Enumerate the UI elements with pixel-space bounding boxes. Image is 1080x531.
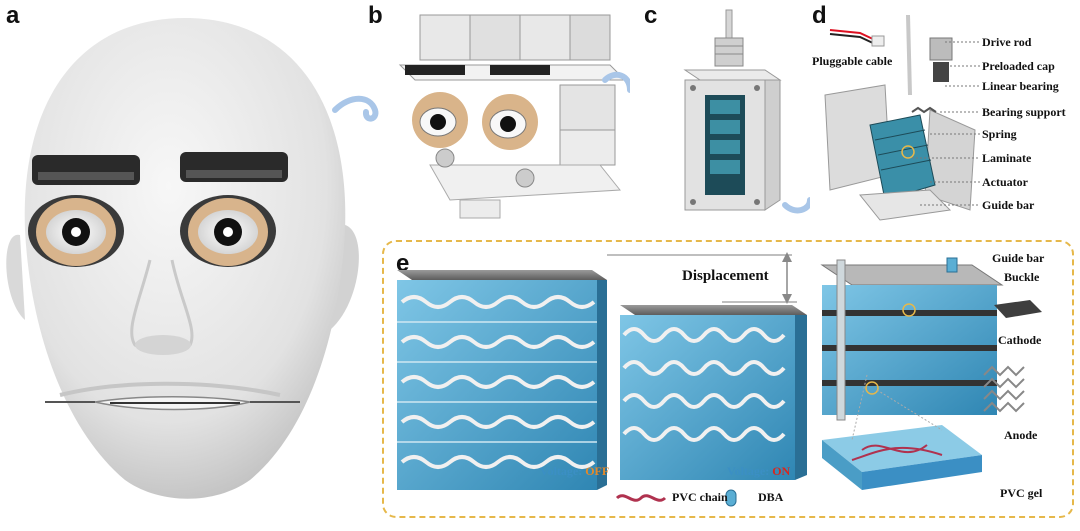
left-eyebrow-slot [32, 155, 140, 185]
label-preloaded-cap: Preloaded cap [982, 59, 1055, 73]
laminate-mechanism-illustration [397, 252, 1042, 507]
voltage-on-prefix: Voltage: [727, 464, 773, 478]
voltage-off-value: OFF [585, 464, 610, 478]
pvc-gel-block [822, 374, 982, 490]
actuator-housing-illustration [683, 9, 810, 214]
exploded-view-illustration [824, 14, 976, 221]
laminate-stack-on [620, 305, 807, 480]
left-ear [6, 234, 25, 320]
label-linear-bearing: Linear bearing [982, 79, 1059, 93]
label-cathode: Cathode [998, 333, 1042, 347]
cathode-sheet [994, 300, 1042, 318]
label-guide-bar-d: Guide bar [982, 198, 1035, 212]
electrode-stack [820, 257, 1004, 421]
arrow-a-to-b [332, 95, 379, 122]
panel-label-b: b [368, 2, 383, 29]
robot-face-illustration [6, 18, 359, 499]
dba-icon [725, 489, 737, 507]
anode-mesh [983, 365, 1025, 413]
label-anode: Anode [1004, 428, 1038, 442]
voltage-on-value: ON [772, 464, 791, 478]
label-laminate: Laminate [982, 151, 1032, 165]
panel-label-c: c [644, 2, 658, 29]
arrow-c-to-d [782, 197, 810, 214]
label-displacement: Displacement [682, 268, 769, 284]
head [24, 18, 346, 499]
label-dba: DBA [758, 490, 784, 504]
label-bearing-support: Bearing support [982, 105, 1066, 119]
label-pluggable-cable: Pluggable cable [812, 54, 893, 68]
label-pvc-gel: PVC gel [1000, 486, 1043, 500]
voltage-off-prefix: Voltage: [540, 464, 586, 478]
panel-label-a: a [6, 2, 20, 29]
label-buckle: Buckle [1004, 270, 1040, 284]
label-spring: Spring [982, 127, 1017, 141]
label-actuator: Actuator [982, 175, 1028, 189]
label-voltage-on: Voltage: ON [727, 464, 790, 479]
panel-e-frame [382, 240, 1074, 518]
label-drive-rod: Drive rod [982, 35, 1032, 49]
laminate-stack-off [397, 270, 607, 490]
label-leader-lines-d [912, 41, 980, 206]
label-pvc-chain: PVC chain [672, 490, 728, 504]
arrow-b-to-c [602, 71, 630, 93]
eye-mechanism-illustration [332, 14, 630, 219]
panel-label-d: d [812, 2, 827, 29]
pvc-chain-icon [615, 494, 667, 502]
label-guide-bar-e: Guide bar [992, 251, 1045, 265]
label-voltage-off: Voltage: OFF [540, 464, 609, 479]
